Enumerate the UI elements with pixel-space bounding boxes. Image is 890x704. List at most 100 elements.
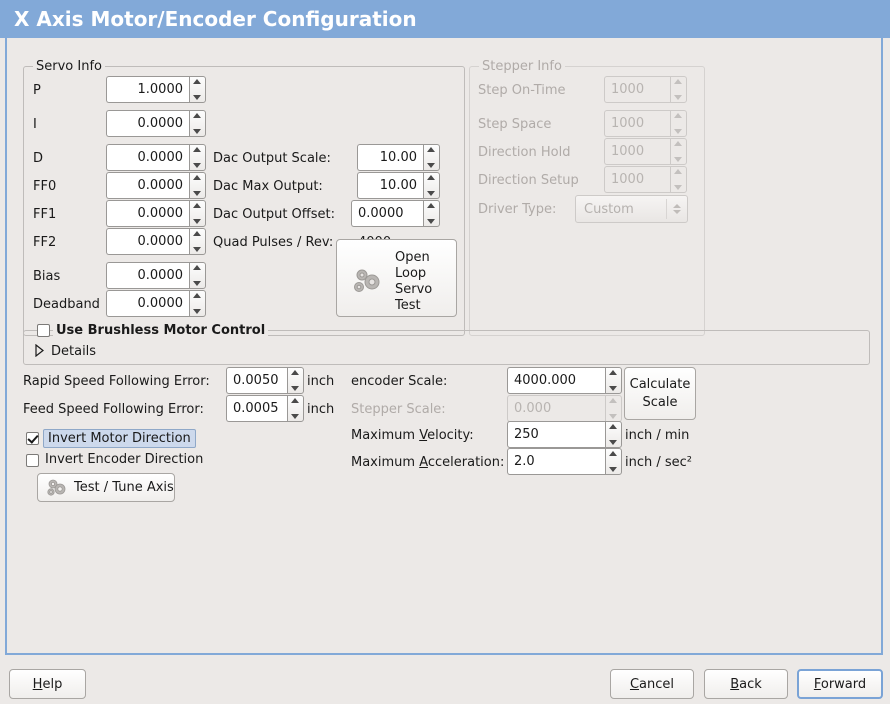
servo-input-ff0[interactable]: 0.0000 bbox=[106, 172, 206, 199]
spin-down-icon[interactable] bbox=[291, 386, 300, 392]
servo-input-deadband-spinner[interactable] bbox=[189, 290, 206, 317]
spin-down-icon[interactable] bbox=[609, 467, 618, 473]
max-acceleration-input[interactable]: 2.0 bbox=[507, 448, 622, 475]
invert-encoder-checkbox[interactable] bbox=[26, 454, 39, 467]
spin-up-icon[interactable] bbox=[291, 369, 300, 375]
footer-bar: Help Cancel Back Forward bbox=[0, 655, 890, 704]
spin-up-icon[interactable] bbox=[193, 112, 202, 118]
spin-up-icon[interactable] bbox=[193, 174, 202, 180]
help-button[interactable]: Help bbox=[9, 669, 86, 699]
spin-down-icon[interactable] bbox=[427, 191, 436, 197]
feed-following-error-value[interactable]: 0.0005 bbox=[226, 395, 287, 422]
spin-down-icon[interactable] bbox=[193, 247, 202, 253]
invert-encoder-label[interactable]: Invert Encoder Direction bbox=[45, 452, 204, 467]
feed-following-error-input[interactable]: 0.0005 bbox=[226, 395, 304, 422]
servo-input-ff1[interactable]: 0.0000 bbox=[106, 200, 206, 227]
calculate-scale-button[interactable]: Calculate Scale bbox=[624, 367, 696, 420]
encoder-scale-input[interactable]: 4000.000 bbox=[507, 367, 622, 394]
open-loop-servo-test-button[interactable]: Open Loop Servo Test bbox=[336, 239, 457, 317]
cancel-button[interactable]: Cancel bbox=[610, 669, 694, 699]
feed-following-error-label: Feed Speed Following Error: bbox=[23, 402, 204, 417]
servo-input-i[interactable]: 0.0000 bbox=[106, 110, 206, 137]
servo-input-ff2-spinner[interactable] bbox=[189, 228, 206, 255]
spin-up-icon[interactable] bbox=[193, 292, 202, 298]
max-velocity-spinner[interactable] bbox=[605, 421, 622, 448]
spin-down-icon[interactable] bbox=[193, 281, 202, 287]
rapid-following-error-input[interactable]: 0.0050 bbox=[226, 367, 304, 394]
brushless-checkbox-label[interactable]: Use Brushless Motor Control bbox=[53, 323, 269, 338]
dac-output-offset-spinner[interactable] bbox=[423, 200, 440, 227]
spin-up-icon[interactable] bbox=[427, 202, 436, 208]
servo-input-p[interactable]: 1.0000 bbox=[106, 76, 206, 103]
dac-output-scale-input[interactable]: 10.00 bbox=[357, 144, 440, 171]
dac-max-output-spinner[interactable] bbox=[423, 172, 440, 199]
dac-output-offset-value[interactable]: 0.0000 bbox=[351, 200, 423, 227]
spin-up-icon[interactable] bbox=[193, 230, 202, 236]
dac-max-output-value[interactable]: 10.00 bbox=[357, 172, 423, 199]
servo-input-deadband-value[interactable]: 0.0000 bbox=[106, 290, 189, 317]
spin-down-icon[interactable] bbox=[609, 440, 618, 446]
servo-input-ff1-spinner[interactable] bbox=[189, 200, 206, 227]
servo-input-deadband[interactable]: 0.0000 bbox=[106, 290, 206, 317]
servo-input-ff0-spinner[interactable] bbox=[189, 172, 206, 199]
spin-down-icon bbox=[609, 414, 618, 420]
spin-down-icon[interactable] bbox=[427, 163, 436, 169]
spin-down-icon[interactable] bbox=[193, 129, 202, 135]
servo-input-ff1-value[interactable]: 0.0000 bbox=[106, 200, 189, 227]
details-expander-icon[interactable] bbox=[34, 343, 45, 361]
dac-max-output-input[interactable]: 10.00 bbox=[357, 172, 440, 199]
rapid-following-error-value[interactable]: 0.0050 bbox=[226, 367, 287, 394]
servo-input-bias[interactable]: 0.0000 bbox=[106, 262, 206, 289]
spin-down-icon[interactable] bbox=[291, 414, 300, 420]
back-button[interactable]: Back bbox=[704, 669, 788, 699]
servo-input-p-value[interactable]: 1.0000 bbox=[106, 76, 189, 103]
brushless-checkbox[interactable] bbox=[37, 324, 50, 337]
details-label[interactable]: Details bbox=[51, 344, 97, 359]
servo-input-bias-spinner[interactable] bbox=[189, 262, 206, 289]
dac-output-offset-input[interactable]: 0.0000 bbox=[351, 200, 440, 227]
servo-input-i-spinner[interactable] bbox=[189, 110, 206, 137]
servo-input-ff2[interactable]: 0.0000 bbox=[106, 228, 206, 255]
dac-output-scale-spinner[interactable] bbox=[423, 144, 440, 171]
spin-up-icon[interactable] bbox=[291, 397, 300, 403]
spin-down-icon[interactable] bbox=[609, 386, 618, 392]
spin-up-icon[interactable] bbox=[193, 78, 202, 84]
max-velocity-input[interactable]: 250 bbox=[507, 421, 622, 448]
servo-input-ff2-value[interactable]: 0.0000 bbox=[106, 228, 189, 255]
spin-up-icon[interactable] bbox=[193, 202, 202, 208]
spin-up-icon[interactable] bbox=[609, 423, 618, 429]
max-acceleration-value[interactable]: 2.0 bbox=[507, 448, 605, 475]
spin-down-icon[interactable] bbox=[193, 95, 202, 101]
forward-button[interactable]: Forward bbox=[797, 669, 883, 699]
servo-input-d-spinner[interactable] bbox=[189, 144, 206, 171]
servo-label-ff1: FF1 bbox=[33, 207, 57, 222]
rapid-following-error-spinner[interactable] bbox=[287, 367, 304, 394]
servo-input-d[interactable]: 0.0000 bbox=[106, 144, 206, 171]
servo-input-bias-value[interactable]: 0.0000 bbox=[106, 262, 189, 289]
spin-down-icon[interactable] bbox=[427, 219, 436, 225]
spin-up-icon[interactable] bbox=[427, 174, 436, 180]
feed-following-error-spinner[interactable] bbox=[287, 395, 304, 422]
spin-up-icon[interactable] bbox=[609, 369, 618, 375]
step-on-time-input: 1000 bbox=[604, 76, 687, 103]
spin-down-icon[interactable] bbox=[193, 309, 202, 315]
spin-up-icon[interactable] bbox=[427, 146, 436, 152]
servo-input-ff0-value[interactable]: 0.0000 bbox=[106, 172, 189, 199]
spin-up-icon[interactable] bbox=[193, 146, 202, 152]
encoder-scale-value[interactable]: 4000.000 bbox=[507, 367, 605, 394]
servo-input-i-value[interactable]: 0.0000 bbox=[106, 110, 189, 137]
invert-motor-label[interactable]: Invert Motor Direction bbox=[43, 429, 196, 448]
servo-input-p-spinner[interactable] bbox=[189, 76, 206, 103]
spin-up-icon[interactable] bbox=[609, 450, 618, 456]
spin-down-icon[interactable] bbox=[193, 163, 202, 169]
encoder-scale-spinner[interactable] bbox=[605, 367, 622, 394]
dac-output-scale-value[interactable]: 10.00 bbox=[357, 144, 423, 171]
invert-motor-checkbox[interactable] bbox=[26, 432, 39, 445]
max-velocity-value[interactable]: 250 bbox=[507, 421, 605, 448]
spin-down-icon[interactable] bbox=[193, 219, 202, 225]
servo-input-d-value[interactable]: 0.0000 bbox=[106, 144, 189, 171]
spin-down-icon[interactable] bbox=[193, 191, 202, 197]
test-tune-axis-button[interactable]: Test / Tune Axis bbox=[37, 473, 175, 502]
max-acceleration-spinner[interactable] bbox=[605, 448, 622, 475]
spin-up-icon[interactable] bbox=[193, 264, 202, 270]
